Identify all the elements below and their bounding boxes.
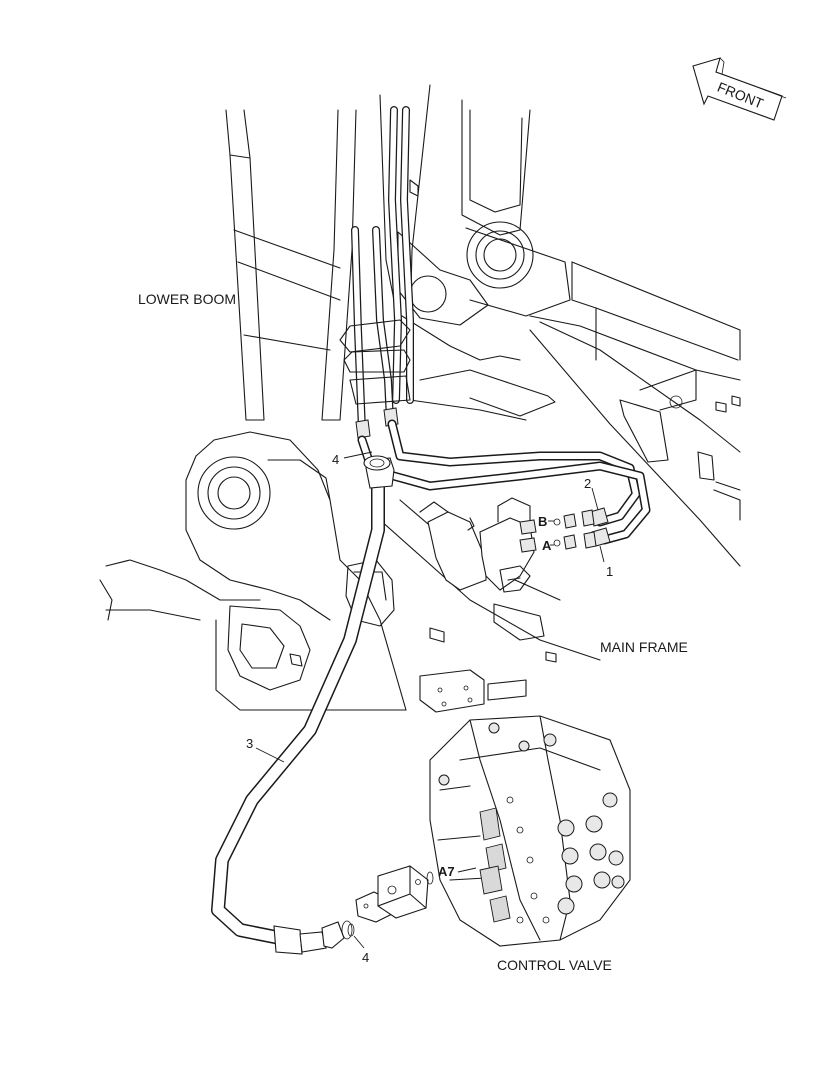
- valve-block-assembly: [419, 497, 577, 593]
- main-frame-label: MAIN FRAME: [600, 639, 688, 655]
- callout-leaders: [255, 451, 605, 949]
- hose-3: [211, 455, 395, 955]
- callout-item-2: 2: [584, 476, 591, 491]
- control-valve-assembly: [355, 715, 631, 947]
- lower-boom-label: LOWER BOOM: [138, 291, 236, 307]
- control-valve-label: CONTROL VALVE: [497, 957, 612, 973]
- callout-item-3: 3: [246, 736, 253, 751]
- port-a7-label: A7: [438, 864, 455, 879]
- boom-foot-structure: [99, 431, 407, 711]
- callout-item-4-upper: 4: [332, 452, 339, 467]
- callout-item-1: 1: [606, 564, 613, 579]
- port-a-label: A: [542, 538, 552, 553]
- main-frame-structure: [379, 261, 741, 713]
- front-arrow-icon: FRONT: [692, 57, 787, 121]
- lower-boom-structure: [225, 84, 571, 421]
- port-b-label: B: [538, 514, 547, 529]
- callout-item-4-lower: 4: [362, 950, 369, 965]
- boom-pipe-clamps: [339, 106, 414, 439]
